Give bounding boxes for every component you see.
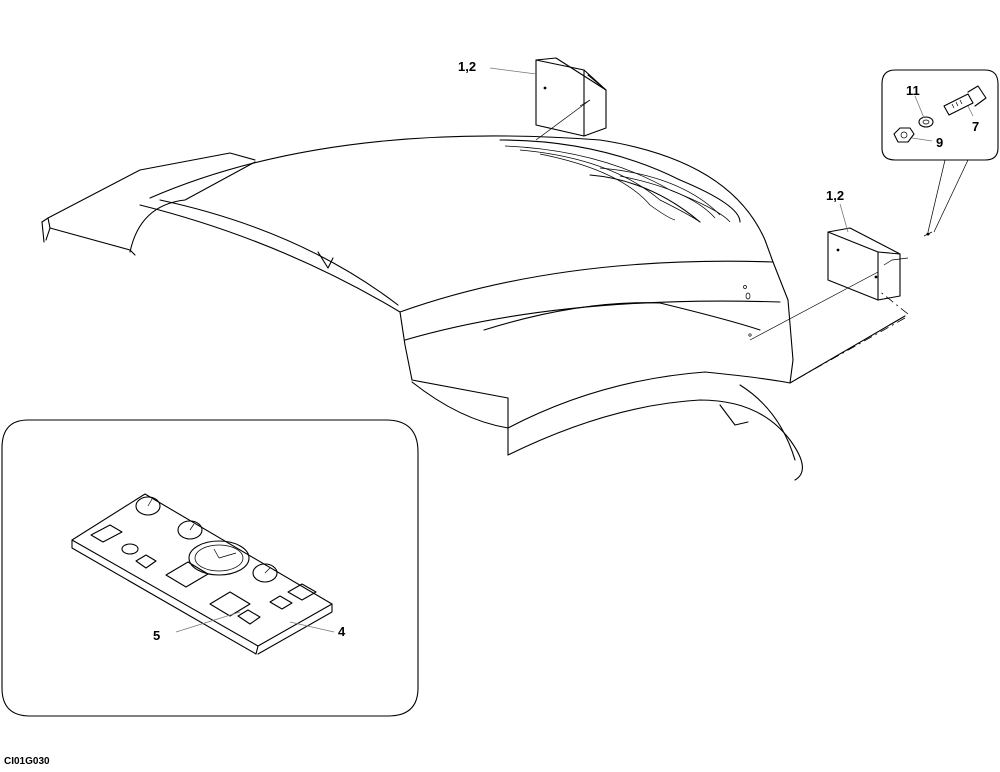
instrument-panel-detail-box xyxy=(1,419,419,717)
engine-hood xyxy=(41,135,906,481)
callout-bolt: 7 xyxy=(972,119,979,134)
instrument-panel xyxy=(71,493,333,655)
drawing-code: CI01G030 xyxy=(4,756,50,767)
callout-instrument-panel: 5 xyxy=(153,628,160,643)
callout-washer: 11 xyxy=(906,83,920,98)
washer xyxy=(918,116,934,128)
decal-top xyxy=(535,57,607,141)
callout-decal-top: 1,2 xyxy=(458,59,476,74)
hardware-detail-box xyxy=(881,69,999,237)
bolt xyxy=(943,85,987,116)
nut xyxy=(893,127,915,143)
leader-decal-top xyxy=(489,67,537,75)
callout-decal-side: 1,2 xyxy=(826,188,844,203)
callout-nut: 9 xyxy=(936,135,943,150)
decal-side xyxy=(749,227,909,381)
callout-panel-decal: 4 xyxy=(338,624,346,639)
leader-decal-side xyxy=(839,203,849,233)
